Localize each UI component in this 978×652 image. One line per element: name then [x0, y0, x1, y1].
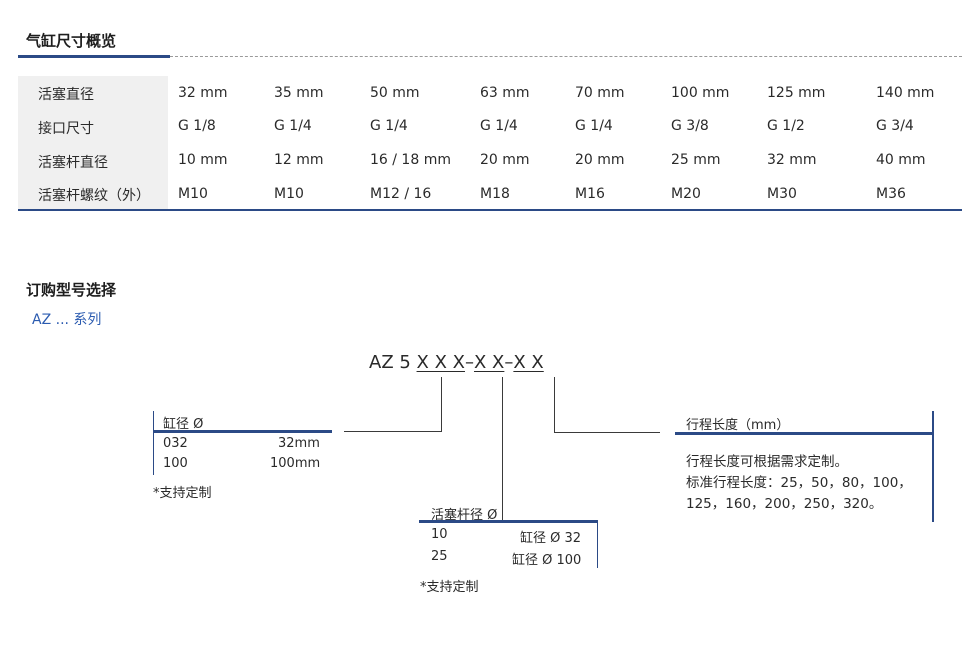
table-cell: 40 mm [876, 152, 926, 168]
table-cell: 70 mm [575, 85, 625, 101]
box-right-border [597, 520, 598, 568]
code-prefix: AZ 5 [369, 352, 417, 373]
table-cell: G 3/4 [876, 118, 914, 134]
table-cell: 35 mm [274, 85, 324, 101]
table-cell: 50 mm [370, 85, 420, 101]
table-cell: M12 / 16 [370, 186, 432, 202]
bore-note: *支持定制 [153, 486, 212, 501]
table-cell: G 3/8 [671, 118, 709, 134]
stroke-text: 标准行程长度：25，50，80，100， [686, 475, 912, 491]
table-label-column [18, 76, 168, 210]
table-cell: M20 [671, 186, 701, 202]
table-cell: G 1/4 [370, 118, 408, 134]
title-dashed-rule [170, 56, 962, 57]
table-cell: 63 mm [480, 85, 530, 101]
table-cell: M18 [480, 186, 510, 202]
bore-code: 100 [163, 456, 188, 471]
rod-note: *支持定制 [420, 580, 479, 595]
series-label: AZ ... 系列 [32, 312, 102, 328]
row-label: 接口尺寸 [38, 121, 94, 137]
rod-value: 缸径 Ø 100 [512, 553, 582, 568]
table-cell: G 1/8 [178, 118, 216, 134]
table-cell: M10 [178, 186, 208, 202]
table-cell: 100 mm [671, 85, 730, 101]
table-cell: 20 mm [575, 152, 625, 168]
code-separator: – [504, 352, 514, 373]
table-cell: 140 mm [876, 85, 935, 101]
table-cell: G 1/2 [767, 118, 805, 134]
bore-title: 缸径 Ø [163, 417, 204, 432]
rod-code: 25 [431, 549, 448, 564]
table-cell: 125 mm [767, 85, 826, 101]
rod-value: 缸径 Ø 32 [520, 531, 582, 546]
table-cell: 32 mm [767, 152, 817, 168]
bore-header-rule [153, 430, 332, 433]
code-separator: – [464, 352, 474, 373]
table-cell: 10 mm [178, 152, 228, 168]
table-cell: M30 [767, 186, 797, 202]
connector-line-rod [502, 377, 503, 520]
stroke-text: 行程长度可根据需求定制。 [686, 454, 848, 470]
row-label: 活塞杆螺纹（外） [38, 188, 150, 204]
table-cell: G 1/4 [575, 118, 613, 134]
row-label: 活塞直径 [38, 87, 94, 103]
row-label: 活塞杆直径 [38, 155, 108, 171]
stroke-text: 125，160，200，250，320。 [686, 496, 883, 512]
code-group-bore: X X X [416, 352, 465, 373]
rod-header-rule [419, 520, 598, 523]
connector-line-stroke [554, 377, 555, 433]
rod-code: 10 [431, 527, 448, 542]
connector-line-bore [344, 431, 442, 432]
order-title: 订购型号选择 [26, 281, 117, 299]
model-code: AZ 5 X X X–X X–X X [369, 352, 544, 373]
table-cell: G 1/4 [480, 118, 518, 134]
table-cell: M10 [274, 186, 304, 202]
bore-value: 32mm [278, 436, 320, 451]
connector-line-stroke [554, 432, 660, 433]
table-cell: M16 [575, 186, 605, 202]
table-bottom-rule [18, 209, 962, 211]
table-cell: 12 mm [274, 152, 324, 168]
box-left-border [153, 411, 154, 475]
stroke-title: 行程长度（mm） [686, 418, 790, 433]
stroke-header-rule [675, 432, 934, 435]
bore-code: 032 [163, 436, 188, 451]
connector-line-bore [441, 377, 442, 432]
table-cell: 32 mm [178, 85, 228, 101]
title-underline [18, 55, 170, 58]
table-cell: 20 mm [480, 152, 530, 168]
box-right-border [932, 411, 934, 522]
code-group-stroke: X X [513, 352, 544, 373]
bore-value: 100mm [270, 456, 321, 471]
overview-title: 气缸尺寸概览 [26, 32, 117, 50]
table-cell: G 1/4 [274, 118, 312, 134]
table-cell: M36 [876, 186, 906, 202]
rod-title: 活塞杆径 Ø [431, 508, 498, 523]
table-cell: 16 / 18 mm [370, 152, 451, 168]
code-group-rod: X X [473, 352, 505, 373]
table-cell: 25 mm [671, 152, 721, 168]
